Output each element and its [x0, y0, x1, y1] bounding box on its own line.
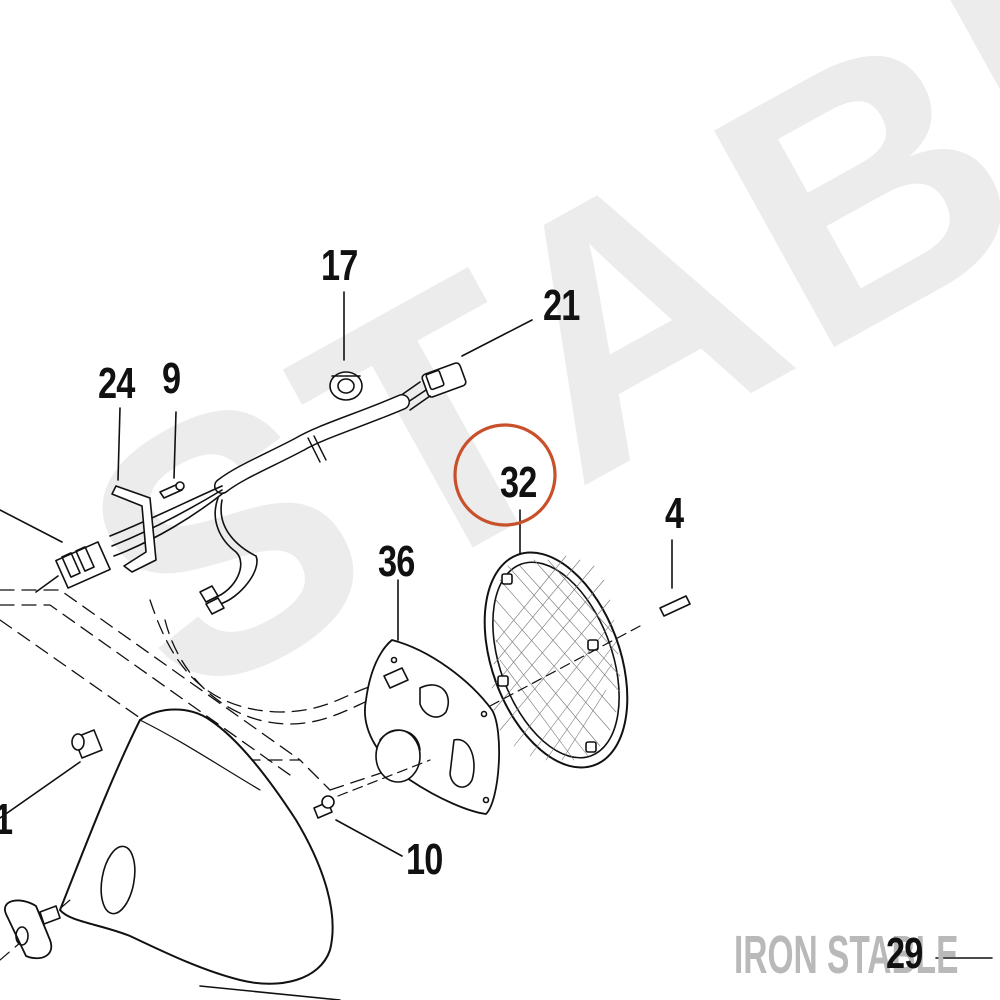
part-24-switch	[0, 407, 157, 593]
callout-1: 1	[0, 798, 13, 842]
callout-17: 17	[321, 241, 358, 290]
callout-24: 24	[98, 359, 135, 408]
wiring-harness	[109, 394, 410, 615]
part-1-fitting	[0, 729, 103, 819]
part-29-latch	[4, 899, 993, 960]
fairing-shell	[0, 708, 341, 1000]
watermark-brand: IRON STABLE	[734, 925, 959, 985]
callout-10: 10	[406, 835, 443, 884]
part-9-screw	[159, 411, 185, 499]
callout-9: 9	[162, 354, 181, 403]
part-21-connector	[399, 319, 533, 411]
part-4-screw	[489, 539, 691, 707]
callout-21: 21	[543, 281, 580, 330]
callout-32: 32	[500, 458, 537, 507]
callout-29: 29	[886, 929, 923, 978]
part-36-speaker	[364, 579, 500, 815]
highlight-ring	[453, 423, 557, 527]
part-32-grille	[483, 509, 629, 769]
part-10-screw	[313, 759, 431, 857]
callout-36: 36	[378, 537, 415, 586]
part-17-grommet	[329, 291, 363, 401]
callout-4: 4	[665, 489, 684, 538]
